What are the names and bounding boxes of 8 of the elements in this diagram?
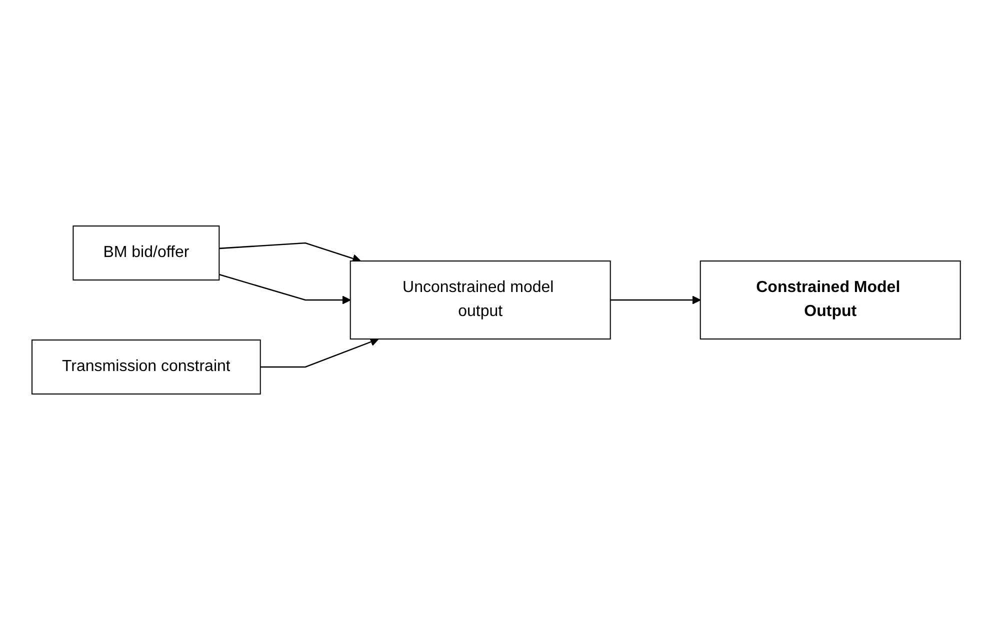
node-box: BM bid/offer <box>73 225 220 280</box>
arrow <box>260 337 380 368</box>
arrow <box>219 242 362 262</box>
arrow <box>610 295 702 304</box>
node-box: Transmission constraint <box>32 339 262 394</box>
arrow <box>219 273 352 304</box>
node-box: Constrained Model Output <box>700 260 962 339</box>
node-box: Unconstrained model output <box>350 260 612 339</box>
